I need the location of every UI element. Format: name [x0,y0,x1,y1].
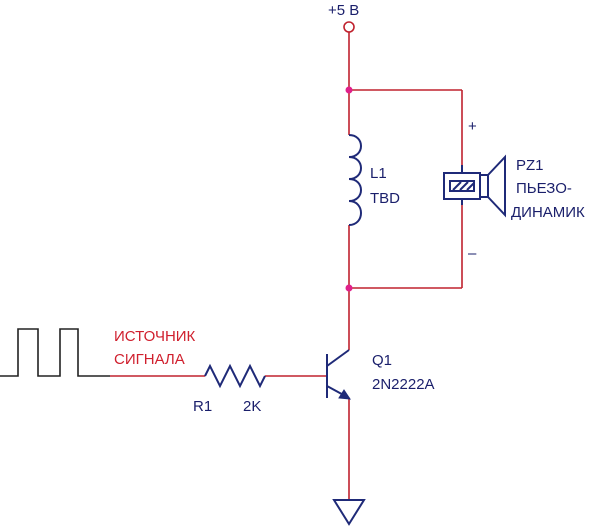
piezo-plus-label: + [468,118,477,135]
transistor-ref: Q1 [372,352,392,369]
piezo-ref: PZ1 [516,157,544,174]
piezo-name-line1: ПЬЕЗО- [516,180,572,197]
inductor-symbol [348,134,362,226]
junction-dot-top [345,86,353,94]
transistor-collector-lead [326,349,350,367]
signal-source-line1: ИСТОЧНИК [114,328,196,345]
junction-dot-bottom [345,284,353,292]
wires [110,32,463,500]
piezo-minus-label: – [468,245,477,262]
emitter-arrow-icon [338,389,351,400]
supply-label: +5 В [328,2,359,19]
transistor-part: 2N2222A [372,376,435,393]
signal-source-line2: СИГНАЛА [114,351,185,368]
supply-terminal [343,21,355,33]
resistor-ref: R1 [193,398,212,415]
ground-icon [332,499,366,526]
resistor-symbol [204,363,266,389]
resistor-value: 2K [243,398,261,415]
square-wave-symbol [0,328,110,377]
inductor-ref: L1 [370,165,387,182]
transistor-symbol [326,349,351,400]
piezo-speaker-symbol [443,154,506,218]
piezo-name-line2: ДИНАМИК [511,204,585,221]
inductor-value: TBD [370,190,400,207]
